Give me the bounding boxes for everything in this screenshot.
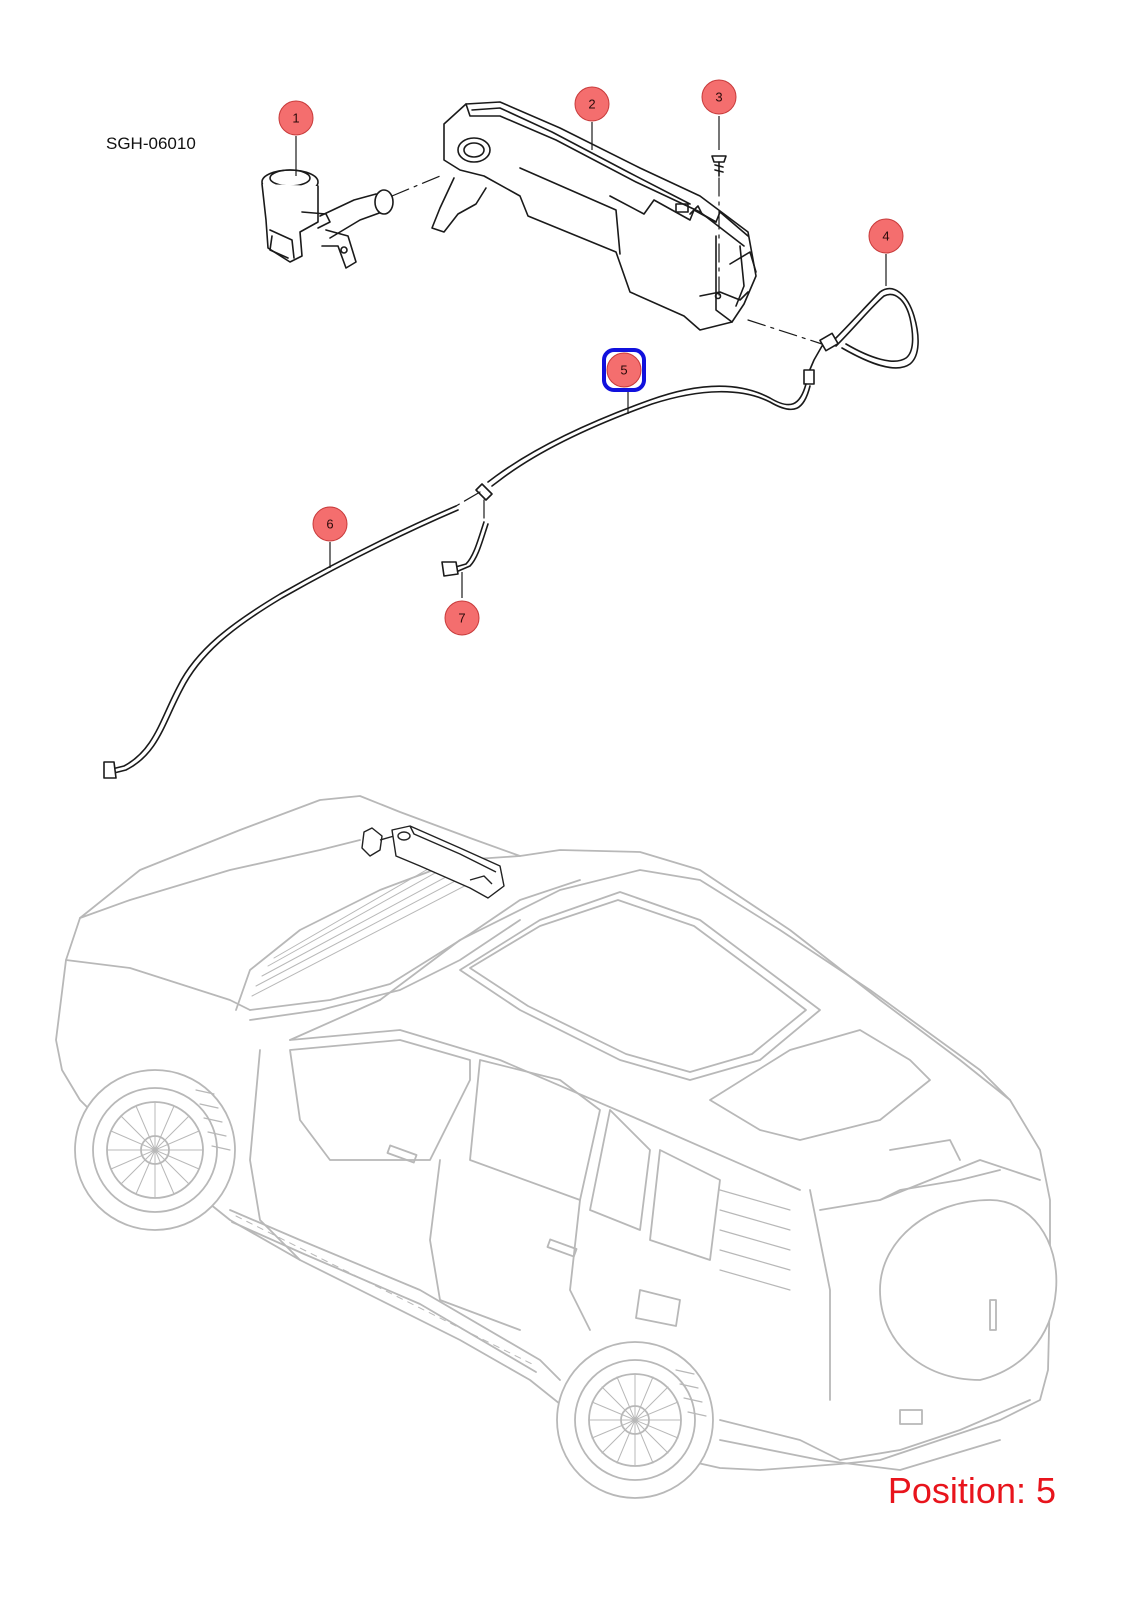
callout-bubble[interactable] — [444, 600, 480, 636]
callout-number: 2 — [588, 97, 595, 112]
rear-wheel — [556, 1341, 714, 1499]
position-label: Position: 5 — [887, 1470, 1056, 1511]
part-6-hose[interactable] — [103, 505, 459, 779]
callout-7[interactable]: 7 — [444, 600, 480, 636]
callout-bubble[interactable] — [278, 100, 314, 136]
callout-number: 4 — [882, 229, 889, 244]
callouts: 1 2 3 4 5 6 7 — [278, 79, 904, 636]
callout-number: 3 — [715, 90, 722, 105]
assembly-lines — [391, 175, 823, 521]
vehicle-illustration — [55, 795, 1058, 1499]
callout-3[interactable]: 3 — [701, 79, 737, 115]
callout-bubble[interactable] — [312, 506, 348, 542]
part-5-hose[interactable] — [487, 383, 811, 487]
part-4-hose[interactable] — [803, 287, 919, 385]
callout-bubble[interactable] — [574, 86, 610, 122]
callout-bubble[interactable] — [701, 79, 737, 115]
part-1-filler-neck[interactable] — [261, 169, 394, 269]
callout-5[interactable]: 5 — [602, 348, 646, 392]
installed-washer-location — [361, 825, 505, 899]
callout-number: 7 — [458, 611, 465, 626]
callout-number: 6 — [326, 517, 333, 532]
callout-4[interactable]: 4 — [868, 218, 904, 254]
selection-outline — [602, 348, 646, 392]
callout-number: 1 — [292, 111, 299, 126]
front-wheel — [74, 1069, 236, 1231]
part-7-connector[interactable] — [441, 483, 493, 577]
callout-1[interactable]: 1 — [278, 100, 314, 136]
callout-6[interactable]: 6 — [312, 506, 348, 542]
part-3-screw[interactable] — [711, 155, 727, 177]
diagram-code: SGH-06010 — [106, 134, 196, 153]
callout-bubble[interactable] — [606, 352, 642, 388]
callout-2[interactable]: 2 — [574, 86, 610, 122]
callout-bubble[interactable] — [868, 218, 904, 254]
part-2-washer-reservoir[interactable] — [431, 101, 757, 331]
washer-parts — [103, 101, 919, 779]
callout-number: 5 — [620, 363, 627, 378]
